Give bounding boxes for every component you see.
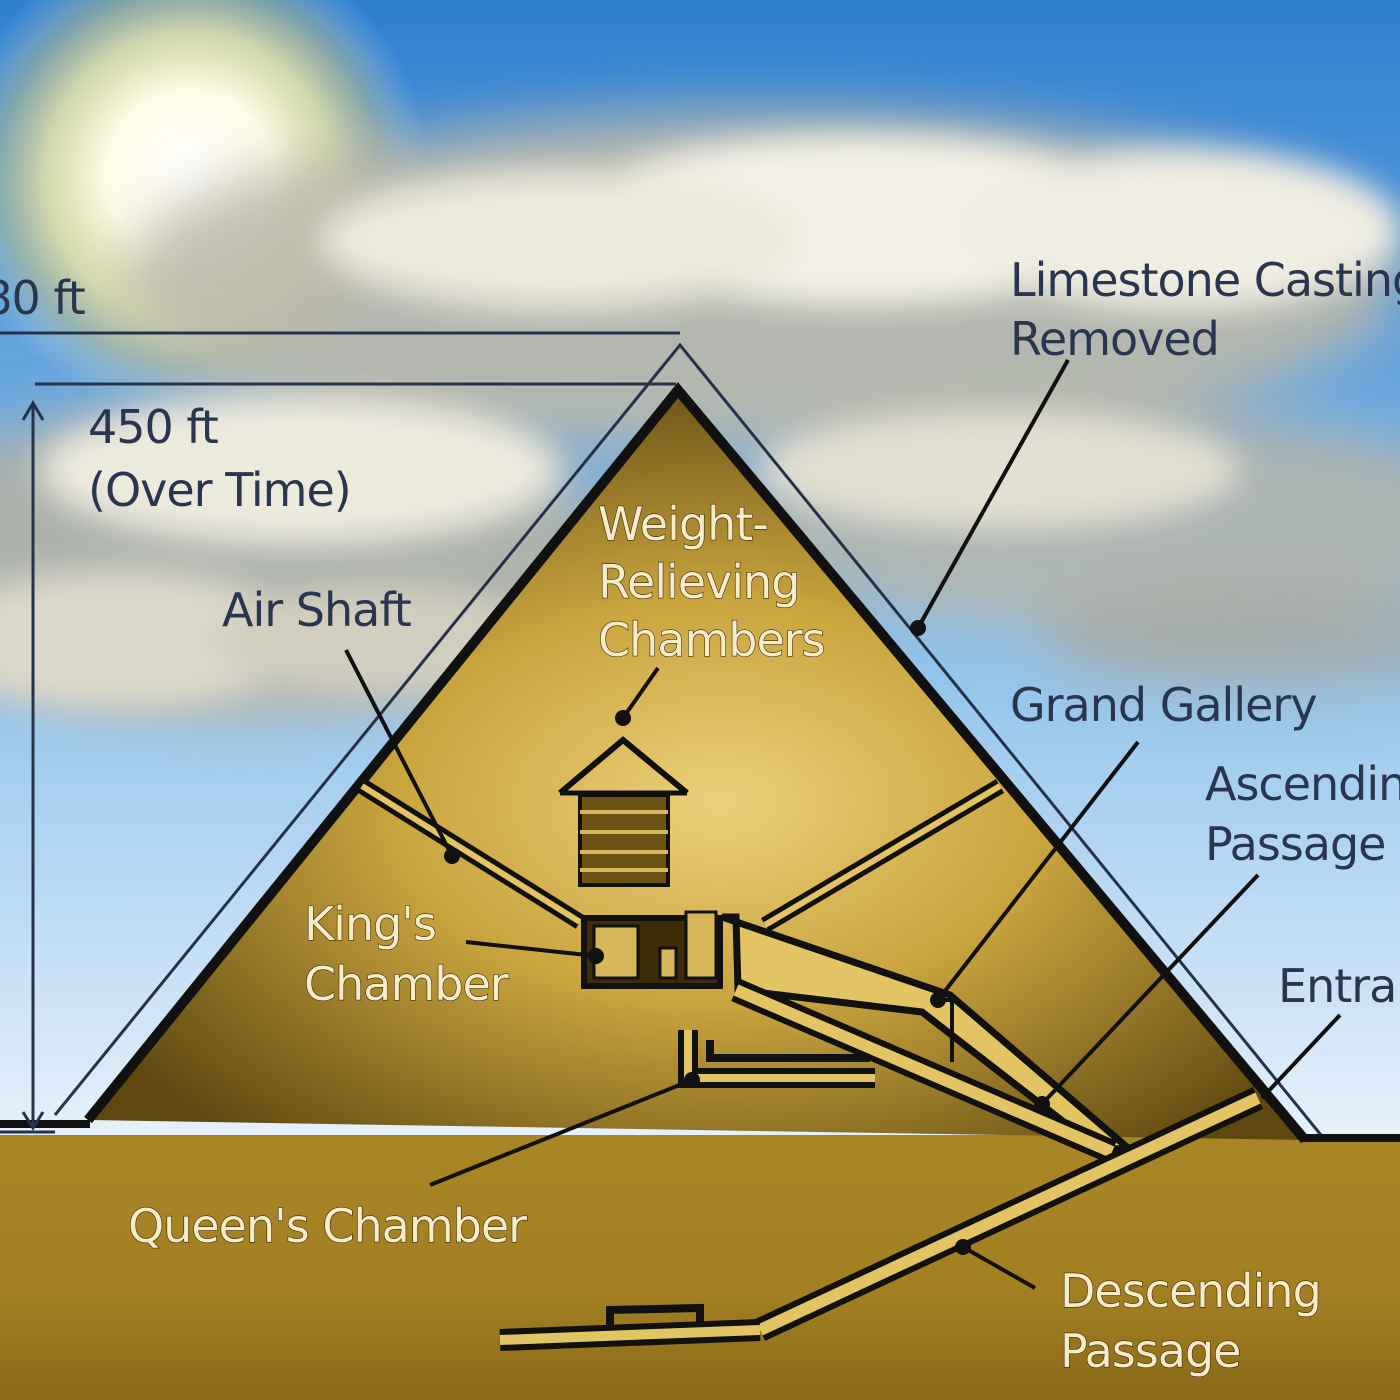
label-ascending-1: Ascending bbox=[1205, 757, 1400, 811]
label-height-now: 450 ft bbox=[88, 400, 218, 454]
pyramid-body bbox=[88, 390, 1305, 1140]
casing-outline bbox=[53, 342, 1327, 1141]
label-weight-relieving-3: Chambers bbox=[598, 613, 825, 667]
height-dimensions bbox=[0, 331, 680, 1131]
label-weight-relieving-2: Relieving bbox=[598, 555, 799, 609]
weight-relieving-chambers bbox=[558, 736, 689, 887]
label-descending-1: Descending bbox=[1060, 1264, 1321, 1318]
label-height-original: 480 ft bbox=[0, 271, 85, 325]
leader-lines bbox=[344, 359, 1342, 1290]
label-weight-relieving-1: Weight- bbox=[598, 497, 768, 551]
label-height-note: (Over Time) bbox=[88, 463, 351, 517]
grand-gallery bbox=[720, 913, 1137, 1154]
leader-dots bbox=[444, 620, 1050, 1255]
label-limestone-removed: Removed bbox=[1010, 312, 1219, 366]
label-kings-chamber-1: King's bbox=[304, 897, 436, 951]
descending-passage bbox=[499, 1087, 1264, 1351]
label-limestone-casting: Limestone Casting bbox=[1010, 253, 1400, 307]
label-descending-2: Passage bbox=[1060, 1324, 1240, 1378]
kings-chamber bbox=[581, 910, 723, 989]
air-shafts bbox=[357, 779, 1005, 932]
label-air-shaft: Air Shaft bbox=[222, 583, 411, 637]
label-grand-gallery: Grand Gallery bbox=[1010, 678, 1317, 732]
label-ascending-2: Passage bbox=[1205, 817, 1385, 871]
pyramid-outline bbox=[84, 382, 1309, 1144]
label-entrance: Entrance bbox=[1278, 959, 1400, 1013]
ground bbox=[0, 1135, 1400, 1400]
label-kings-chamber-2: Chamber bbox=[304, 957, 509, 1011]
label-queens-chamber: Queen's Chamber bbox=[128, 1199, 527, 1253]
